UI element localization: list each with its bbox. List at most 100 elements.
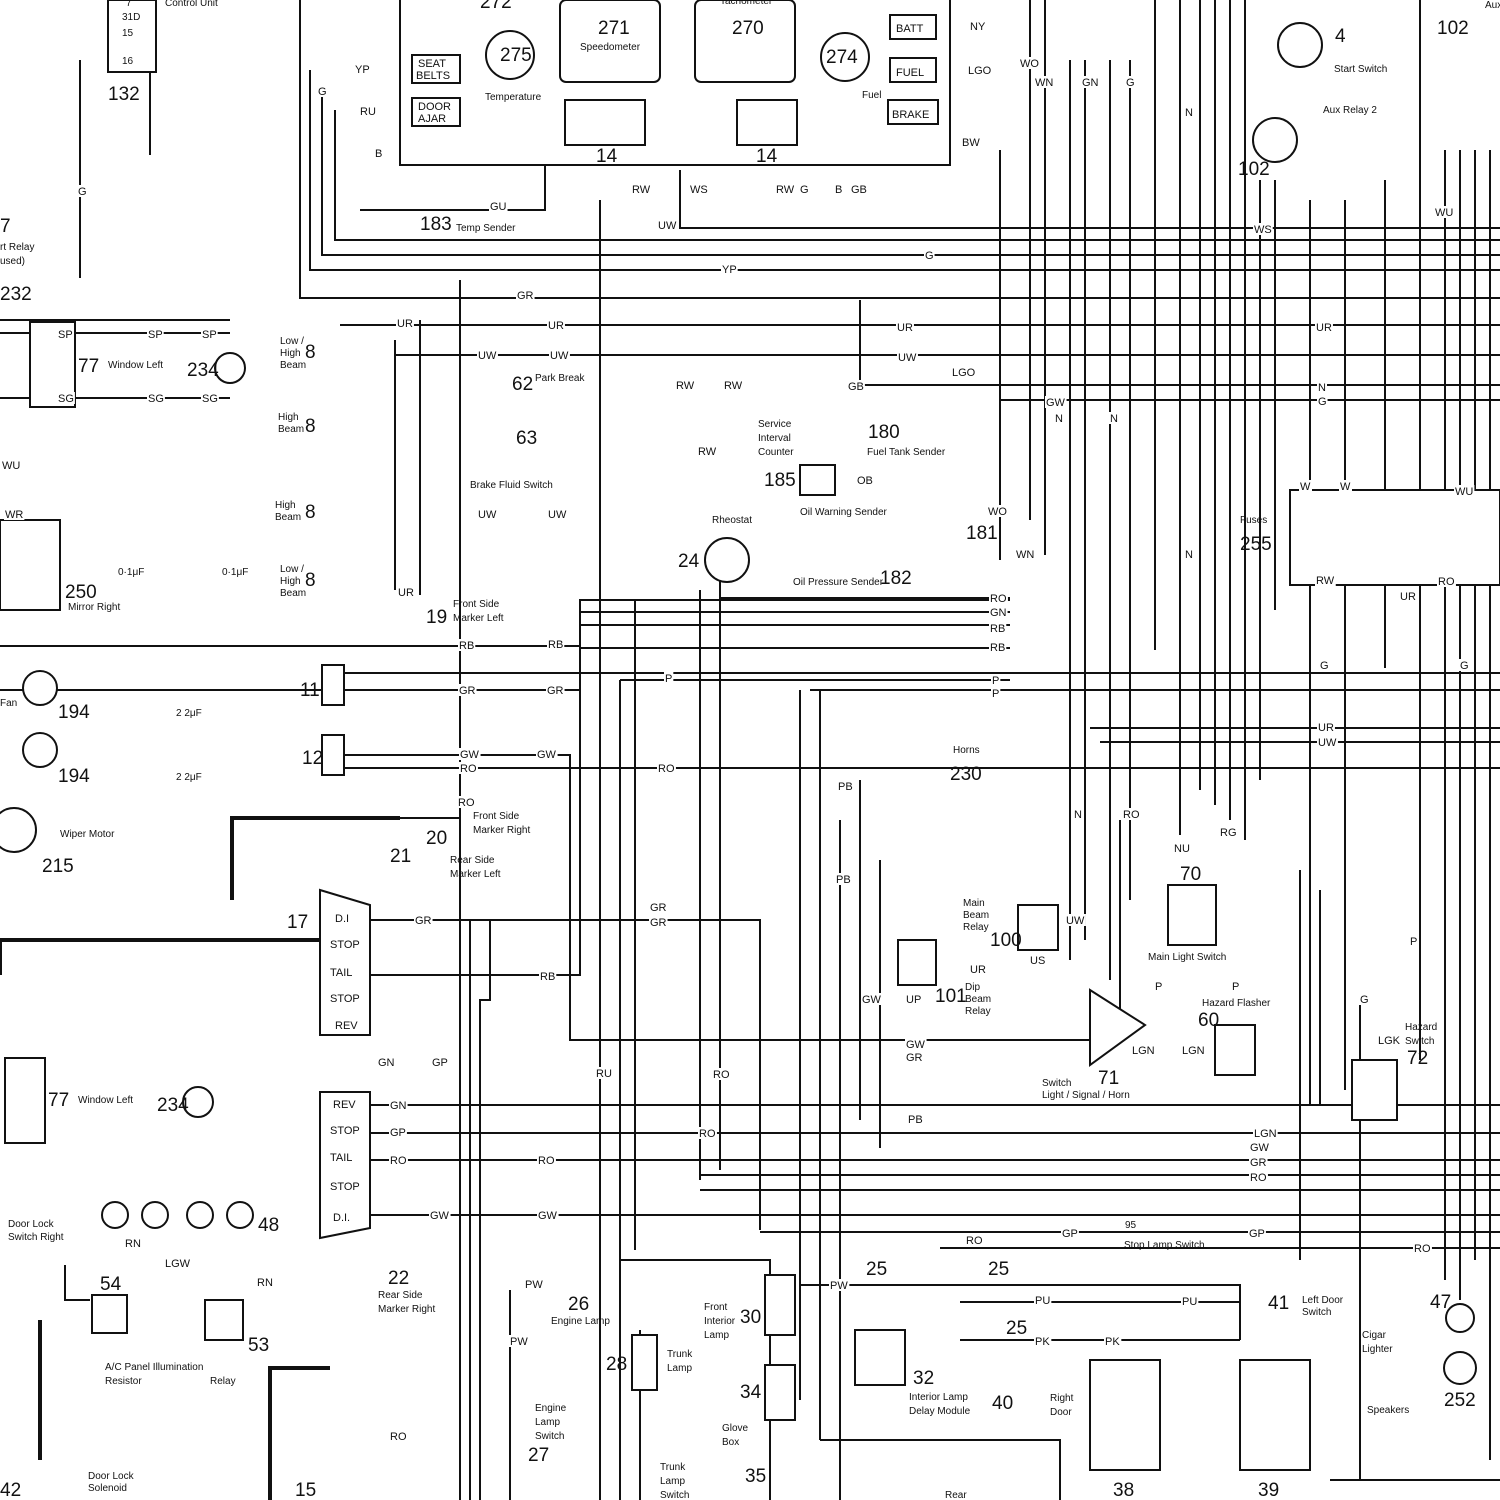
wire-label-backdrop bbox=[1317, 395, 1328, 407]
component-number: 194 bbox=[58, 766, 90, 787]
component-label: Front bbox=[704, 1302, 728, 1313]
component-label: 16 bbox=[122, 56, 134, 67]
component-label: Delay Module bbox=[909, 1406, 971, 1417]
wire-label: LGN bbox=[1254, 1128, 1277, 1140]
component-number: 62 bbox=[512, 374, 533, 395]
wire-label-backdrop bbox=[989, 641, 1007, 653]
wire-label: GB bbox=[851, 184, 867, 196]
wire-label-backdrop bbox=[1413, 1242, 1432, 1254]
component-label: Box bbox=[722, 1437, 739, 1448]
wire-label-backdrop bbox=[431, 1056, 449, 1068]
component-label: Rear Side bbox=[378, 1290, 423, 1301]
wire-label-backdrop bbox=[1253, 1127, 1278, 1139]
wire-label: RW bbox=[1316, 575, 1335, 587]
wire-label-backdrop bbox=[1045, 396, 1067, 408]
wire-label-backdrop bbox=[1034, 1335, 1052, 1347]
wire-label-backdrop bbox=[1034, 76, 1055, 88]
wire-label-backdrop bbox=[1249, 1171, 1268, 1183]
wire-label-backdrop bbox=[657, 762, 676, 774]
wire-label: WU bbox=[1455, 486, 1473, 498]
component-number: 8 bbox=[305, 570, 316, 591]
wire-label: UW bbox=[1066, 915, 1085, 927]
wire-label-backdrop bbox=[907, 1113, 924, 1125]
wire-label-backdrop bbox=[414, 914, 433, 926]
wire-label-backdrop bbox=[829, 1279, 850, 1291]
component-label: Lamp bbox=[535, 1417, 560, 1428]
hazard-switch-72 bbox=[1351, 1059, 1398, 1121]
component-label: Brake Fluid Switch bbox=[470, 480, 553, 491]
wire-label-backdrop bbox=[689, 183, 709, 195]
wire-label: GR bbox=[459, 685, 476, 697]
wire-label-backdrop bbox=[1081, 76, 1100, 88]
wire-label-backdrop bbox=[847, 380, 865, 392]
switch-71 bbox=[1089, 988, 1147, 1067]
wire-label: N bbox=[1110, 413, 1118, 425]
component-label: Main bbox=[963, 898, 985, 909]
wire-label: GR bbox=[906, 1052, 923, 1064]
wire-label-backdrop bbox=[1034, 1294, 1052, 1306]
wire-label: PW bbox=[525, 1279, 543, 1291]
component-label: Solenoid bbox=[88, 1483, 127, 1494]
component-label: Glove bbox=[722, 1423, 749, 1434]
wire-label: RU bbox=[360, 106, 376, 118]
component-label: Fuel Tank Sender bbox=[867, 447, 946, 458]
wire-label: G bbox=[800, 184, 809, 196]
wire-label: GN bbox=[990, 607, 1007, 619]
wire-label-backdrop bbox=[698, 1127, 717, 1139]
component-label: FUEL bbox=[896, 67, 924, 79]
wire-label-backdrop bbox=[389, 1430, 408, 1442]
fan-motor-194a bbox=[22, 670, 58, 706]
wire-label-backdrop bbox=[477, 508, 498, 520]
wire-label-backdrop bbox=[1359, 993, 1370, 1005]
wire-label: RO bbox=[1250, 1172, 1267, 1184]
component-label: Hazard bbox=[1405, 1022, 1437, 1033]
component-number: 19 bbox=[426, 607, 447, 628]
component-label: Cigar bbox=[1362, 1330, 1387, 1341]
wire-label-backdrop bbox=[546, 684, 565, 696]
wire-label-backdrop bbox=[1319, 659, 1330, 671]
wire-label: SG bbox=[202, 393, 218, 405]
component-number: 22 bbox=[388, 1268, 409, 1289]
main-beam-relay-100 bbox=[1017, 904, 1059, 951]
component-label: Rear bbox=[945, 1490, 967, 1500]
wire-label: UW bbox=[478, 350, 497, 362]
component-number: 30 bbox=[740, 1307, 761, 1328]
wire-label: GW bbox=[460, 749, 480, 761]
wire-label-backdrop bbox=[834, 183, 844, 195]
wire-label: GP bbox=[1062, 1228, 1078, 1240]
wire-label-backdrop bbox=[657, 219, 678, 231]
component-label: rt Relay bbox=[0, 242, 34, 253]
component-number: 42 bbox=[0, 1480, 21, 1500]
component-label: STOP bbox=[330, 1181, 360, 1193]
wire-label-backdrop bbox=[1173, 842, 1191, 854]
component-label: Dip bbox=[965, 982, 980, 993]
tachometer-gauge bbox=[694, 0, 796, 83]
wire-label: GW bbox=[430, 1210, 450, 1222]
wire-label: YP bbox=[355, 64, 370, 76]
bulb-block-14a bbox=[564, 99, 646, 146]
wire-label-backdrop bbox=[664, 672, 674, 684]
wire-label-backdrop bbox=[359, 105, 377, 117]
rheostat-24 bbox=[704, 537, 750, 583]
component-label: Aux Relay 2 bbox=[1323, 105, 1377, 116]
component-label: 31D bbox=[122, 12, 140, 23]
component-number: 27 bbox=[528, 1445, 549, 1466]
wire-label-backdrop bbox=[1317, 721, 1335, 733]
hazard-flasher-60 bbox=[1214, 1024, 1256, 1076]
speedometer-gauge bbox=[559, 0, 661, 83]
light-cluster-12 bbox=[321, 734, 345, 776]
wire-label-backdrop bbox=[1399, 590, 1417, 602]
component-number: 230 bbox=[950, 764, 982, 785]
rear-light-block-17 bbox=[319, 888, 371, 1036]
wire-label: LGW bbox=[165, 1258, 191, 1270]
wire-label: UW bbox=[658, 220, 677, 232]
component-label: REV bbox=[335, 1020, 358, 1032]
wire-label: G bbox=[1360, 994, 1369, 1006]
component-label: Window Left bbox=[108, 360, 163, 371]
wire-label: PB bbox=[838, 781, 853, 793]
wire-label: WU bbox=[2, 460, 20, 472]
component-label: UP bbox=[906, 994, 921, 1006]
temperature-gauge bbox=[485, 30, 535, 80]
wire-label-backdrop bbox=[547, 638, 565, 650]
wire-label: RG bbox=[1220, 827, 1237, 839]
